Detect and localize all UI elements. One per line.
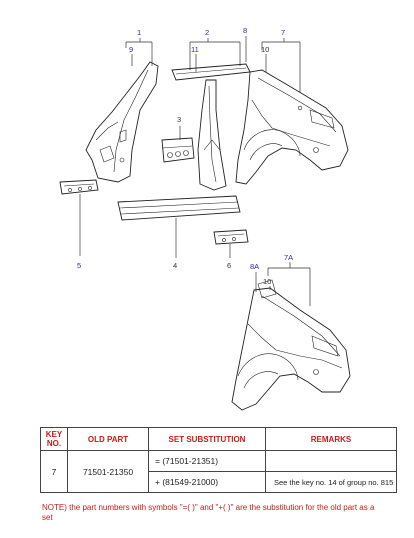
callout-8: 8 bbox=[243, 26, 247, 35]
footnote: NOTE) the part numbers with symbols "=( … bbox=[42, 503, 375, 522]
bracket-part-5 bbox=[59, 179, 99, 195]
bracket-part-3 bbox=[161, 137, 195, 163]
cell-set-line-2: + (81549-21000) bbox=[148, 471, 266, 493]
callout-7a: 7A bbox=[284, 253, 293, 262]
header-key-no: KEY NO. bbox=[40, 427, 68, 451]
cell-remarks-empty bbox=[265, 450, 397, 472]
quarter-panel-part bbox=[235, 69, 349, 185]
callout-8a: 8A bbox=[250, 262, 259, 271]
header-remarks: REMARKS bbox=[265, 427, 397, 451]
cell-remarks: See the key no. 14 of group no. 815 bbox=[265, 471, 397, 493]
table-header-row: KEY NO. OLD PART SET SUBSTITUTION REMARK… bbox=[40, 427, 397, 451]
callout-1: 1 bbox=[137, 28, 141, 37]
center-pillar-part bbox=[197, 79, 227, 191]
cell-set-line-1: = (71501-21351) bbox=[148, 450, 266, 472]
side-sill-part bbox=[117, 195, 241, 221]
table-row: + (81549-21000) See the key no. 14 of gr… bbox=[41, 471, 397, 493]
cell-old-part: 71501-21350 bbox=[67, 450, 149, 493]
quarter-panel-7a-part bbox=[231, 279, 351, 411]
leader-lines bbox=[79, 36, 311, 306]
header-set-substitution: SET SUBSTITUTION bbox=[148, 427, 266, 451]
cell-key-no: 7 bbox=[40, 450, 68, 493]
callout-10: 10 bbox=[261, 45, 269, 54]
callout-4: 4 bbox=[173, 261, 177, 270]
header-old-part: OLD PART bbox=[67, 427, 149, 451]
parts-diagram: 1 9 2 11 8 7 10 3 5 4 6 8A 7A 10 bbox=[59, 26, 351, 411]
callout-3: 3 bbox=[177, 115, 181, 124]
callout-9: 9 bbox=[129, 45, 133, 54]
front-pillar-part bbox=[85, 61, 159, 183]
callout-2: 2 bbox=[205, 28, 209, 37]
substitution-table: KEY NO. OLD PART SET SUBSTITUTION REMARK… bbox=[40, 427, 397, 493]
callout-7: 7 bbox=[281, 28, 285, 37]
roof-rail-part bbox=[171, 63, 251, 81]
callout-11: 11 bbox=[191, 45, 199, 54]
callout-6: 6 bbox=[227, 261, 231, 270]
bracket-part-6 bbox=[213, 229, 249, 245]
table-row: 7 71501-21350 = (71501-21351) bbox=[40, 450, 397, 493]
callout-5: 5 bbox=[77, 261, 81, 270]
callout-10-lower: 10 bbox=[263, 277, 271, 286]
